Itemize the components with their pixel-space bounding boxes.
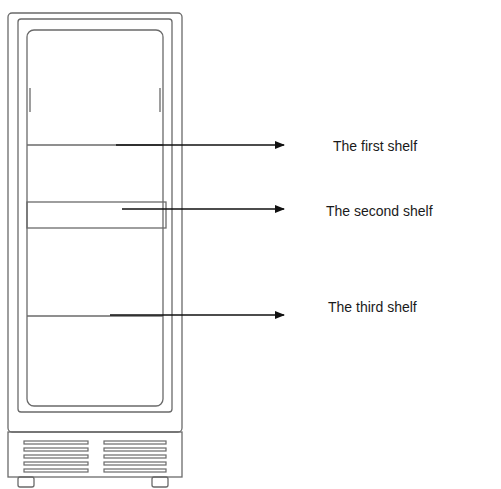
vent-slot bbox=[104, 462, 166, 465]
vent-slot bbox=[104, 441, 166, 444]
foot bbox=[18, 477, 34, 487]
foot bbox=[152, 477, 168, 487]
vent-slot bbox=[24, 441, 88, 444]
door-frame bbox=[18, 19, 172, 412]
handle-mark bbox=[159, 88, 160, 112]
base-panel bbox=[8, 432, 182, 477]
door-glass bbox=[27, 30, 163, 406]
cabinet-outline bbox=[8, 13, 182, 432]
handle-mark bbox=[29, 88, 30, 112]
leader-arrow bbox=[122, 208, 284, 209]
leader-arrow bbox=[116, 144, 284, 145]
vent-slot bbox=[24, 469, 88, 472]
shelf-label: The first shelf bbox=[333, 138, 417, 155]
vent-slot bbox=[24, 455, 88, 458]
vent-slot bbox=[104, 469, 166, 472]
vent-slot bbox=[24, 448, 88, 451]
leader-arrow bbox=[110, 314, 284, 315]
shelf-box bbox=[27, 202, 166, 228]
vent-grille bbox=[24, 441, 166, 472]
vent-slot bbox=[24, 462, 88, 465]
vent-slot bbox=[104, 455, 166, 458]
shelf-label: The third shelf bbox=[328, 299, 417, 316]
vent-slot bbox=[104, 448, 166, 451]
shelf-label: The second shelf bbox=[326, 203, 433, 220]
